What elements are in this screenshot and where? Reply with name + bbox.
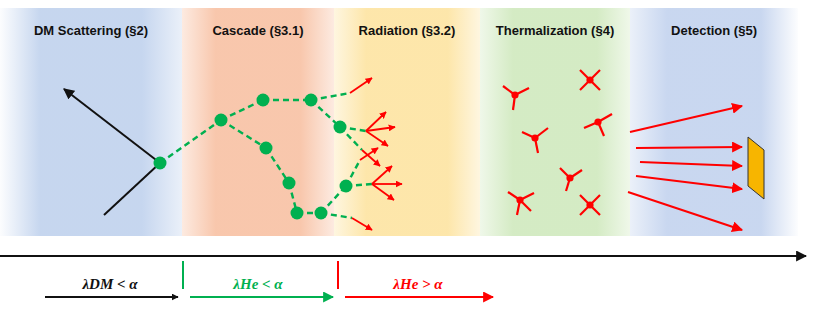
band-fill (182, 8, 334, 236)
thermal-stars (503, 70, 612, 215)
band-fills (0, 8, 798, 236)
regime-label: λDM < α (82, 276, 137, 292)
detector-plate (748, 137, 764, 199)
radiation-arrows (350, 78, 402, 230)
cascade-dots (154, 94, 353, 220)
cascade-tree (160, 93, 372, 218)
timeline (0, 256, 806, 297)
dm-scatter (64, 89, 160, 215)
band-fill (480, 8, 630, 236)
regime-label: λHe < α (233, 276, 282, 292)
stage-band: Cascade (§3.1) (182, 8, 334, 236)
detection-arrows (628, 106, 742, 230)
stage-title: Cascade (§3.1) (182, 23, 334, 38)
stage-title: Thermalization (§4) (480, 23, 630, 38)
stage-band: DM Scattering (§2) (0, 8, 182, 236)
stage-title: Radiation (§3.2) (334, 23, 480, 38)
stage-band: Thermalization (§4) (480, 8, 630, 236)
band-fill (0, 8, 182, 236)
stage-band: Detection (§5) (630, 8, 798, 236)
stage-title: Detection (§5) (630, 23, 798, 38)
regime-label: λHe > α (393, 276, 442, 292)
stage-title: DM Scattering (§2) (0, 23, 182, 38)
stage-band: Radiation (§3.2) (334, 8, 480, 236)
band-fill (334, 8, 480, 236)
